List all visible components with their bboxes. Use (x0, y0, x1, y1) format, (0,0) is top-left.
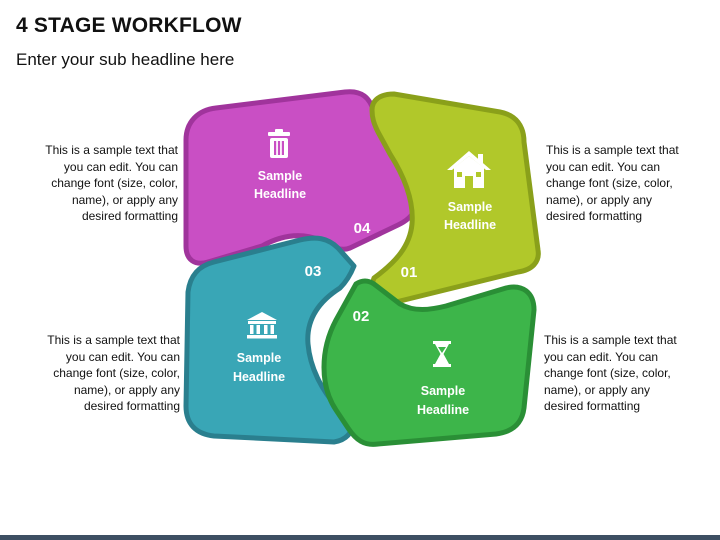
trash-icon (268, 129, 290, 158)
stage-03-number: 03 (305, 263, 322, 280)
page-subtitle: Enter your sub headline here (16, 50, 235, 69)
stage-03-headline-line1: Sample (237, 351, 282, 365)
stage-04-headline-line1: Sample (258, 169, 303, 183)
stage-04-description: This is a sample text that you can edit.… (45, 143, 178, 223)
stage-02-shape (321, 278, 537, 447)
stage-03-description: This is a sample text that you can edit.… (47, 333, 180, 413)
stage-02-headline-line1: Sample (421, 384, 466, 398)
stage-01-number: 01 (401, 264, 418, 281)
stage-03-petal: Sample Headline 03 (183, 235, 357, 445)
stage-01-headline-line1: Sample (448, 200, 493, 214)
stage-03-shape (183, 235, 357, 445)
stage-02-headline-line2: Headline (417, 403, 469, 417)
stage-01-description: This is a sample text that you can edit.… (546, 143, 679, 223)
stage-01-headline-line2: Headline (444, 218, 496, 232)
stage-02-petal: Sample Headline 02 (321, 278, 537, 447)
bottom-bar (0, 535, 720, 540)
stage-04-headline-line2: Headline (254, 187, 306, 201)
stage-01-petal: Sample Headline 01 (367, 91, 541, 305)
house-icon (447, 151, 491, 188)
bank-icon (247, 312, 277, 339)
page-title: 4 STAGE WORKFLOW (16, 14, 242, 37)
stage-03-headline-line2: Headline (233, 370, 285, 384)
stage-02-number: 02 (353, 308, 370, 325)
stage-04-number: 04 (354, 220, 371, 237)
hourglass-icon (433, 341, 451, 367)
stage-02-description: This is a sample text that you can edit.… (544, 333, 677, 413)
